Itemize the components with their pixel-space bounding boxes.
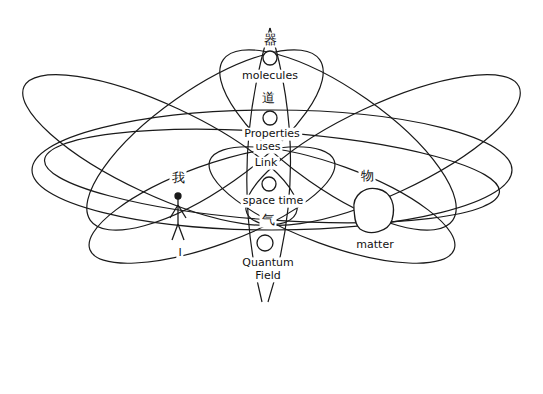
concept-label: space time xyxy=(241,195,306,208)
chinese-character: 气 xyxy=(260,213,277,228)
stick-figure xyxy=(170,193,186,240)
concept-label: Properties xyxy=(242,128,302,141)
chinese-character: 器 xyxy=(262,33,279,48)
concept-label: uses xyxy=(253,141,282,154)
figure-arm xyxy=(178,205,186,218)
orbit-ellipses xyxy=(5,19,538,302)
orbit-ellipse xyxy=(32,110,512,230)
chinese-character: 道 xyxy=(260,91,277,106)
figure-head xyxy=(175,193,181,199)
figure-body xyxy=(177,199,178,224)
chain-circle xyxy=(262,177,276,191)
orbit-ellipse xyxy=(195,19,482,262)
figure-leg xyxy=(178,224,184,240)
matter-blob xyxy=(354,188,394,232)
orbit-ellipse xyxy=(41,116,502,236)
concept-label: matter xyxy=(354,239,395,252)
chain-circle xyxy=(257,235,273,251)
orbit-ellipse xyxy=(76,123,348,287)
concept-label: I xyxy=(176,247,183,260)
orbit-ellipse xyxy=(62,19,349,262)
figure-arm xyxy=(170,205,178,218)
orbit-ellipse xyxy=(228,46,538,254)
orbit-ellipse xyxy=(196,123,468,287)
chinese-character: 我 xyxy=(170,171,187,186)
chain-circle xyxy=(263,111,277,125)
chain-circle xyxy=(263,51,277,65)
chinese-character: 物 xyxy=(359,169,376,184)
concept-label: Link xyxy=(253,157,280,170)
concept-label: Quantum Field xyxy=(240,257,296,282)
figure-leg xyxy=(172,224,178,240)
concept-label: molecules xyxy=(240,70,300,83)
